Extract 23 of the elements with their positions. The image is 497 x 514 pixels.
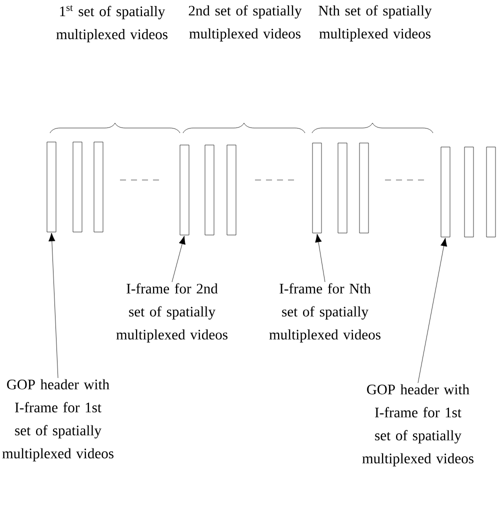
group-heading: 2nd set of spatially multiplexed videos	[188, 5, 302, 42]
callout-text: I-frame for Nth set of spatially multiplexed videos	[269, 283, 380, 342]
leader-arrow	[48, 232, 58, 378]
frame-bar	[338, 142, 348, 234]
callout-text: I-frame for 2nd set of spatially multiplexed videos	[116, 283, 228, 342]
leader-arrow	[172, 236, 186, 282]
group-heading: Nth set of spatially multiplexed videos	[318, 5, 432, 42]
frame-bar	[440, 146, 450, 238]
callout-text: GOP header with I-frame for 1st set of spatially multiplexed videos	[2, 379, 114, 462]
frame-bar	[72, 142, 82, 232]
frame-bar	[94, 142, 104, 232]
leader-arrow	[418, 238, 448, 384]
frame-bar	[226, 144, 236, 236]
group-heading: 1$^{st}$ set of spatially multiplexed videos	[56, 5, 168, 42]
callout-text: GOP header with I-frame for 1st set of spatially multiplexed videos	[362, 384, 474, 466]
frame-bar	[359, 142, 369, 234]
frame-bar	[312, 142, 322, 234]
leader-arrow	[315, 234, 326, 282]
frame-bar	[46, 142, 56, 232]
frame-bar	[180, 144, 190, 236]
frame-bar	[464, 146, 474, 238]
frame-bar	[204, 144, 214, 236]
frame-bar	[486, 146, 496, 238]
